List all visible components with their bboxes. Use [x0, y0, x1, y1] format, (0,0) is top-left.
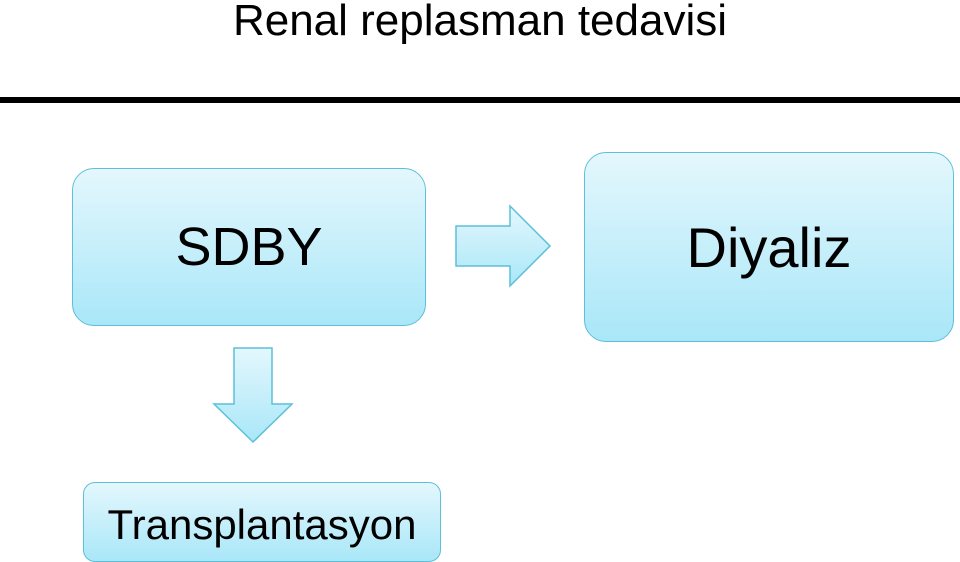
node-diyaliz: Diyaliz	[584, 152, 954, 342]
arrow-right-icon	[455, 204, 552, 288]
node-transplantasyon: Transplantasyon	[83, 482, 441, 562]
arrow-down-icon	[212, 347, 294, 444]
title-underline	[0, 97, 960, 103]
node-sdby: SDBY	[72, 168, 426, 326]
slide-title: Renal replasman tedavisi	[232, 0, 728, 45]
